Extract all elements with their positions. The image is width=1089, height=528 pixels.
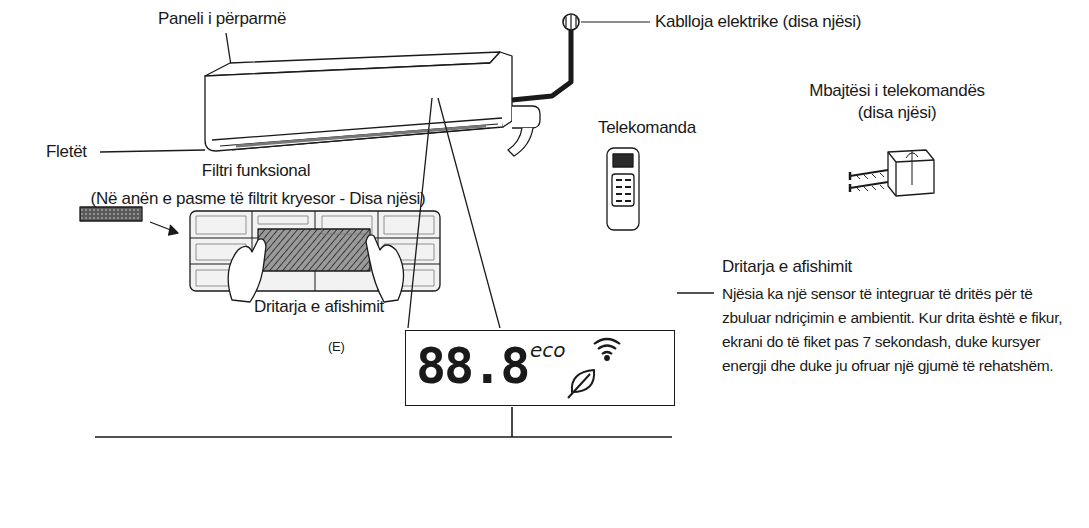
remote-control	[607, 148, 639, 230]
display-window: 88.8eco	[405, 330, 675, 406]
leader-line	[408, 98, 432, 328]
figure-tag: (E)	[328, 336, 344, 358]
functional-filter	[80, 207, 178, 235]
part-label: Mbajtësi i telekomandës (disa njësi)	[790, 80, 1004, 124]
display-label: eco	[530, 339, 566, 361]
part-note: (Në anën e pasme të filtrit kryesor - Di…	[18, 188, 498, 210]
part-label: Filtri funksional	[156, 160, 356, 182]
callout-heading: Dritarja e afishimit	[722, 256, 852, 278]
indoor-unit	[205, 52, 512, 151]
bracket-line	[95, 407, 672, 437]
display-digits: 88.8	[416, 337, 528, 395]
part-label: Dritarja e afishimit	[254, 296, 384, 318]
leader-line	[581, 21, 650, 22]
callout-note: Njësia ka një sensor të integruar të dri…	[722, 282, 1082, 378]
remote-holder	[850, 150, 934, 196]
part-label: Telekomanda	[598, 117, 696, 139]
part-label: Fletët	[46, 141, 87, 163]
part-label: Paneli i përparmë	[158, 8, 286, 30]
part-label: Kablloja elektrike (disa njësi)	[655, 11, 861, 33]
main-filter	[190, 211, 440, 302]
wifi-icon	[594, 339, 620, 360]
drain-hose	[508, 106, 540, 156]
power-cable	[512, 14, 650, 100]
leader-line	[677, 292, 714, 293]
leader-line	[100, 150, 205, 152]
leader-line	[438, 98, 500, 328]
leaf-icon	[568, 370, 594, 398]
